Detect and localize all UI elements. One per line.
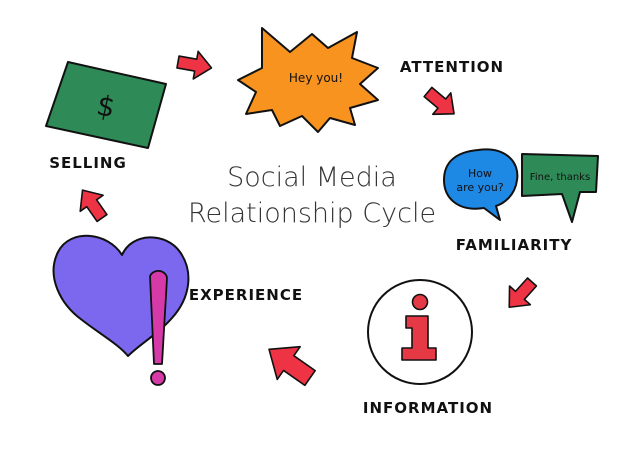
green-speech-bubble (521, 153, 599, 223)
selling-stage: $ SELLING (45, 61, 167, 172)
arrow-experience-to-selling (79, 189, 108, 223)
information-stage: INFORMATION (363, 279, 493, 417)
experience-label: EXPERIENCE (189, 286, 303, 304)
attention-label: ATTENTION (400, 58, 504, 76)
diagram-title: Social Media Relationship Cycle (188, 162, 436, 229)
familiarity-question-line-1: How (468, 167, 492, 180)
selling-label: SELLING (49, 154, 127, 172)
title-line-1: Social Media (227, 162, 397, 193)
familiarity-question-line-2: are you? (456, 181, 503, 194)
information-icon (367, 279, 473, 385)
attention-stage: Hey you! ATTENTION (237, 27, 504, 133)
familiarity-answer: Fine, thanks (530, 172, 590, 183)
arrow-attention-to-familiarity (423, 86, 455, 116)
title-line-2: Relationship Cycle (188, 198, 436, 229)
attention-bubble-text: Hey you! (289, 71, 343, 85)
heart-exclamation-icon (52, 234, 190, 386)
arrow-familiarity-to-information (508, 277, 538, 309)
exclamation-dot (150, 370, 166, 386)
dollar-bill-icon: $ (45, 61, 167, 149)
blue-speech-bubble (443, 148, 519, 221)
exclamation-bar (149, 270, 168, 365)
speech-bubbles-icon (443, 148, 599, 223)
heart-shape (52, 234, 190, 357)
arrow-selling-to-attention (176, 50, 213, 80)
information-label: INFORMATION (363, 399, 493, 417)
cycle-arrows (79, 50, 538, 387)
familiarity-label: FAMILIARITY (456, 236, 573, 254)
starburst-shout-icon (237, 27, 379, 133)
arrow-information-to-experience (268, 345, 316, 387)
familiarity-stage: How are you? Fine, thanks FAMILIARITY (443, 148, 599, 254)
experience-stage: EXPERIENCE (52, 234, 303, 386)
